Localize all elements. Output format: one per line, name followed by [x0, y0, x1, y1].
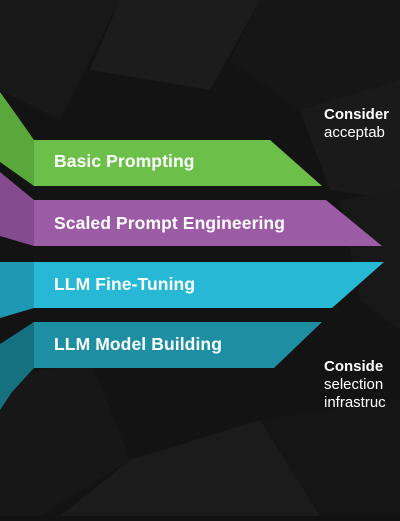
side-note-bottom-line-1: selection	[324, 376, 384, 393]
band-llm-fine-tuning	[34, 262, 384, 308]
band-label-llm-model-building: LLM Model Building	[54, 334, 223, 354]
side-note-bottom-line-2: infrastruc	[324, 394, 386, 411]
band-label-basic-prompting: Basic Prompting	[54, 151, 195, 171]
side-note-top-heading: Consider	[324, 106, 390, 123]
band-label-llm-fine-tuning: LLM Fine-Tuning	[54, 274, 196, 294]
left-stub-green	[0, 92, 34, 186]
band-scaled-prompt-engineering	[34, 200, 382, 246]
band-llm-model-building	[34, 322, 322, 368]
left-stub-purple	[0, 172, 34, 246]
side-note-bottom-heading: Conside	[324, 358, 384, 375]
band-label-scaled-prompt-engineering: Scaled Prompt Engineering	[54, 213, 286, 233]
side-note-top-line-1: acceptab	[324, 124, 385, 141]
side-note-bottom: Conside selection infrastruc	[324, 358, 386, 412]
band-basic-prompting	[34, 140, 322, 186]
left-stub-teal	[0, 322, 34, 410]
side-note-top: Consider acceptab	[324, 106, 389, 142]
left-stub-cyan	[0, 262, 34, 318]
